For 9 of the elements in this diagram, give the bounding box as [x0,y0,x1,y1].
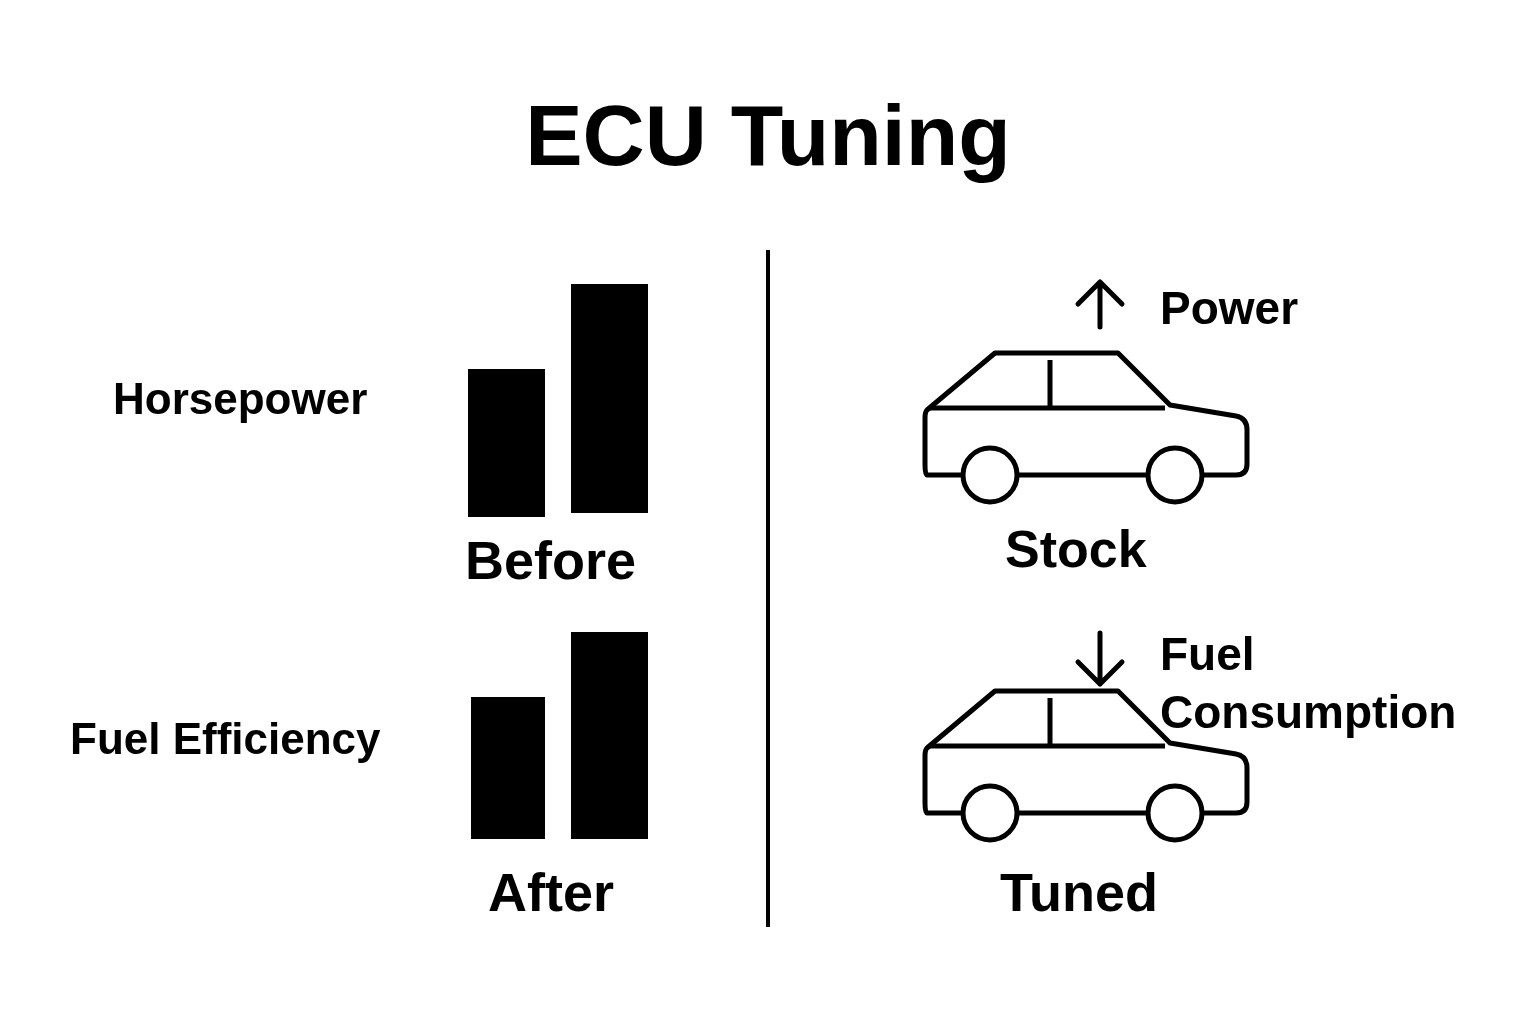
row-label: Horsepower [113,373,368,425]
bar-group-label: Before [465,529,637,592]
metric-label: Power [1160,281,1299,336]
bar-group-label: After [488,861,614,924]
metric-label: Fuel Consumption [1160,627,1458,740]
title: ECU Tuning [524,88,1012,183]
row-label: Fuel Efficiency [70,713,381,765]
car-label: Stock [1005,519,1147,580]
car-label: Tuned [1000,861,1158,924]
